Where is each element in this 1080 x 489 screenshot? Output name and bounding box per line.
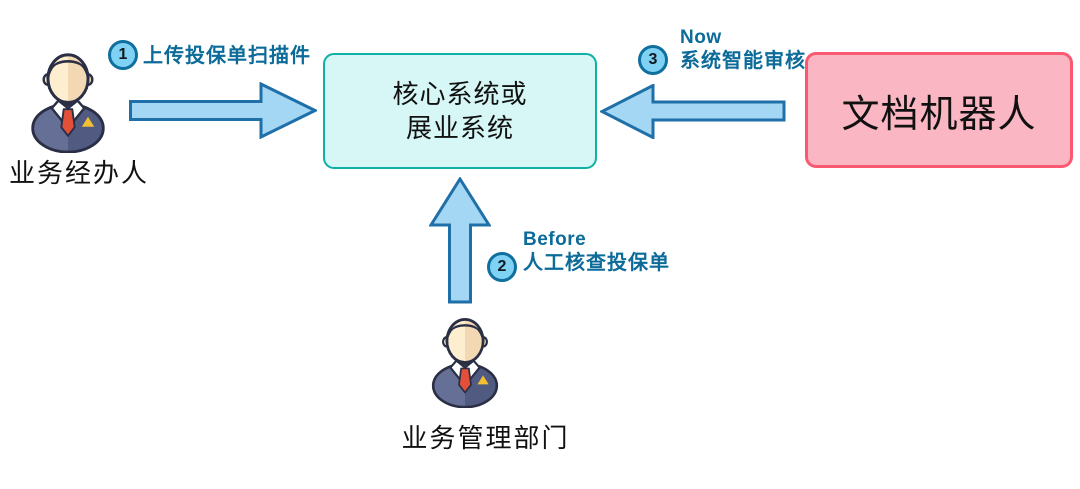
step3-badge: 3 (638, 45, 668, 75)
core-system-label-line1: 核心系统或 (392, 79, 528, 109)
step2-badge: 2 (487, 252, 517, 282)
step1-badge: 1 (108, 40, 138, 70)
businessperson-icon (31, 53, 105, 154)
core-system-label-line2: 展业系统 (405, 113, 514, 143)
clerk-label: 业务经办人 (8, 158, 149, 188)
core-system-box: 核心系统或 展业系统 (323, 53, 597, 169)
step1-label: 上传投保单扫描件 (143, 45, 311, 67)
arrow-up-icon (429, 177, 491, 304)
step2-number: 2 (497, 258, 507, 275)
step3-label: 系统智能审核 (680, 50, 806, 72)
businessperson-icon (431, 318, 499, 409)
arrow-left-icon (600, 84, 786, 139)
actor-management (422, 316, 508, 413)
step3-number: 3 (648, 51, 658, 68)
step2-label: 人工核查投保单 (523, 252, 670, 274)
doc-robot-label: 文档机器人 (841, 93, 1037, 136)
doc-robot-box: 文档机器人 (805, 52, 1073, 168)
step3-tag: Now (680, 27, 722, 48)
arrow-right-icon (129, 82, 317, 139)
step1-number: 1 (118, 46, 128, 63)
actor-clerk (20, 51, 116, 158)
management-label: 业务管理部门 (401, 423, 570, 453)
step2-tag: Before (523, 229, 587, 250)
